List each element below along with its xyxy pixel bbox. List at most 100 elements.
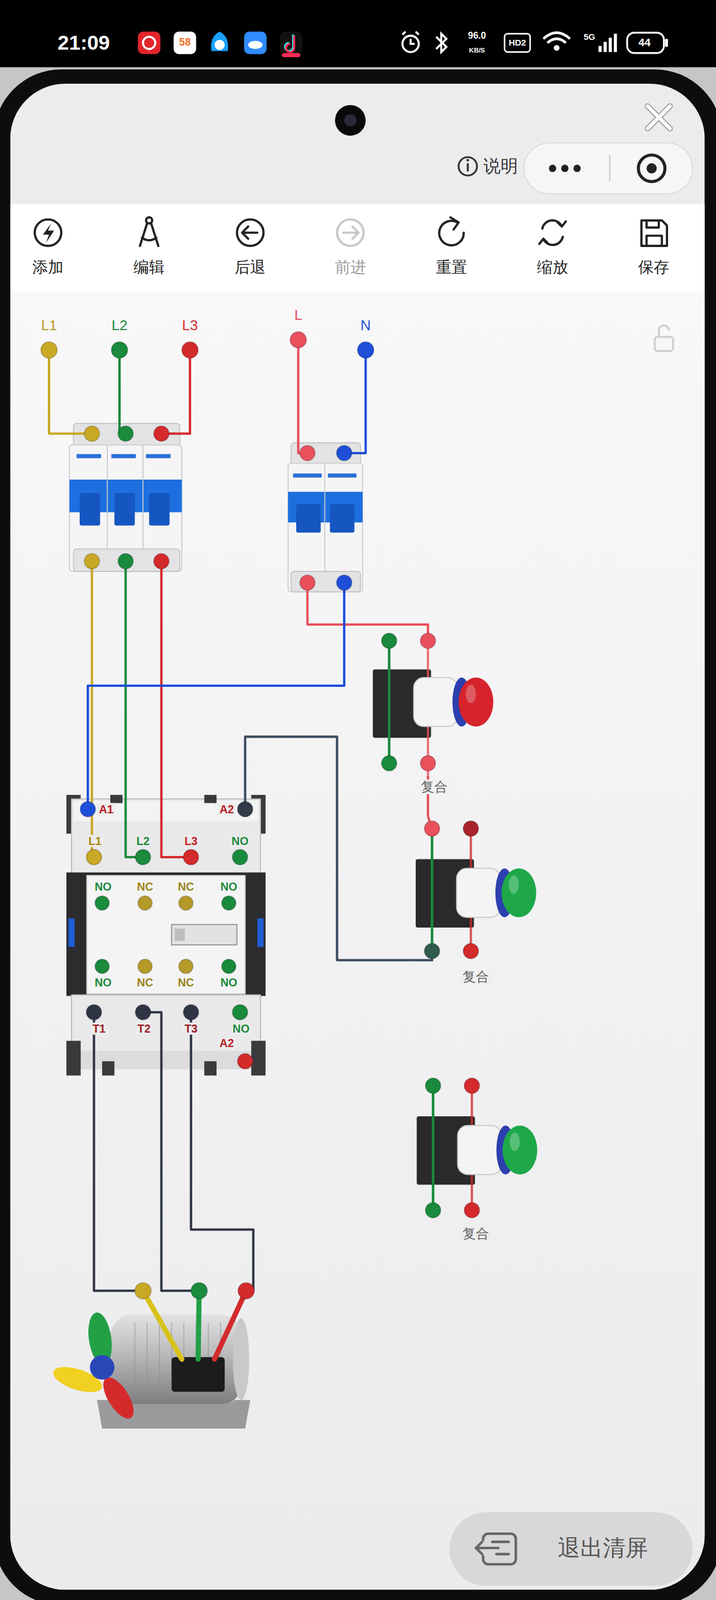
screen-header-icons xyxy=(646,163,658,174)
start-button xyxy=(508,875,520,895)
terminal-label: NC xyxy=(176,976,196,990)
toolbar-label: 重置 xyxy=(435,259,468,277)
toolbar-icons xyxy=(450,217,459,230)
terminal-dots xyxy=(135,1004,151,1021)
terminal-dots xyxy=(135,849,151,866)
terminal-dots xyxy=(299,445,316,462)
terminal-dots xyxy=(237,1053,253,1070)
contactor-housing xyxy=(66,795,266,1076)
contactor-housing xyxy=(204,1061,217,1077)
screen-header-icons xyxy=(466,158,470,162)
terminal-dots xyxy=(336,445,353,462)
supply-wires xyxy=(307,582,428,641)
terminal-dots xyxy=(95,896,110,911)
lock-icon xyxy=(658,325,670,337)
status-bar xyxy=(244,31,267,55)
stop-button xyxy=(465,684,477,704)
screen-header-icons xyxy=(561,164,569,173)
terminal-label: NO xyxy=(92,881,114,894)
contactor-housing xyxy=(204,795,217,804)
stop-button xyxy=(420,755,436,772)
supply-wires xyxy=(94,1012,144,1292)
terminal-dots xyxy=(40,332,375,1300)
exit-clean-screen-pill xyxy=(475,1542,509,1555)
terminal-dots xyxy=(153,426,170,442)
terminal-dots xyxy=(117,553,134,570)
toolbar-icons xyxy=(236,219,264,246)
status-bar xyxy=(285,35,294,52)
screen-header-icons xyxy=(466,163,469,172)
supply-wires xyxy=(161,561,191,858)
contactor-housing xyxy=(68,918,76,948)
toolbar-button: 保存 xyxy=(616,209,691,281)
toolbar-icons xyxy=(337,219,364,246)
two-pole-breaker xyxy=(291,571,361,592)
help-link: 说明 xyxy=(483,157,518,176)
screen-header-icons xyxy=(334,105,693,195)
stop-button xyxy=(413,677,458,727)
screen-header-icons xyxy=(549,164,557,173)
terminal-label: A1 xyxy=(97,803,116,816)
battery-level: 44 xyxy=(638,36,651,49)
terminal-dots xyxy=(289,332,307,349)
toolbar-icons xyxy=(439,221,464,246)
motor xyxy=(232,1318,249,1401)
status-bar xyxy=(665,38,669,47)
phase-label: L1 xyxy=(40,318,58,334)
toolbar-icons xyxy=(539,220,566,246)
terminal-dots xyxy=(84,426,100,442)
terminal-label: NO xyxy=(230,1022,252,1035)
status-bar xyxy=(0,0,716,68)
terminal-dots xyxy=(80,802,96,818)
phase-label: L2 xyxy=(111,318,128,334)
two-pole-breaker xyxy=(327,473,357,478)
two-pole-breaker xyxy=(288,442,363,592)
toolbar-button: 添加 xyxy=(10,209,85,281)
two-pole-breaker xyxy=(293,473,323,478)
supply-wires xyxy=(161,349,190,434)
status-bar xyxy=(143,36,156,50)
three-pole-breaker xyxy=(76,454,102,459)
status-speed-unit: KB/S xyxy=(468,46,485,54)
motor xyxy=(214,1291,246,1360)
contactor-housing xyxy=(257,918,264,948)
terminal-dots xyxy=(153,553,170,570)
terminal-dots xyxy=(86,849,102,866)
status-bar xyxy=(435,33,447,52)
phone-screen xyxy=(10,83,706,1591)
terminal-dots xyxy=(183,849,200,866)
phase-label: L xyxy=(294,307,303,324)
terminal-label: T2 xyxy=(135,1022,153,1035)
button-caption: 复合 xyxy=(460,969,491,984)
phone-frame xyxy=(0,67,716,1600)
phase-label: L3 xyxy=(181,318,199,334)
motor xyxy=(110,1314,244,1405)
contactor-housing xyxy=(251,1041,266,1076)
toolbar-button: 后退 xyxy=(213,209,287,281)
contactor-housing xyxy=(171,925,237,946)
contactor-housing xyxy=(66,1041,81,1076)
contactor-housing xyxy=(71,995,261,1057)
three-pole-breaker xyxy=(146,454,171,459)
spare-button xyxy=(464,1078,480,1095)
exit-clean-screen-pill xyxy=(449,1512,693,1587)
button-caption: 复合 xyxy=(460,1227,491,1242)
terminal-label: NC xyxy=(176,881,196,894)
contactor-housing xyxy=(73,801,259,822)
status-network: 5G xyxy=(583,32,596,42)
motor xyxy=(171,1357,225,1393)
terminal-label: L1 xyxy=(86,834,104,848)
start-push-button: 复合 xyxy=(408,816,544,968)
motor xyxy=(50,1291,251,1430)
stop-button xyxy=(458,677,494,727)
start-button xyxy=(463,821,479,837)
three-pole-breaker xyxy=(69,445,182,572)
status-bar xyxy=(402,31,419,44)
spare-button xyxy=(464,1202,480,1219)
screen-header-icons xyxy=(609,155,611,182)
screen-header-icons xyxy=(647,106,670,129)
three-pole-breaker xyxy=(79,493,100,527)
